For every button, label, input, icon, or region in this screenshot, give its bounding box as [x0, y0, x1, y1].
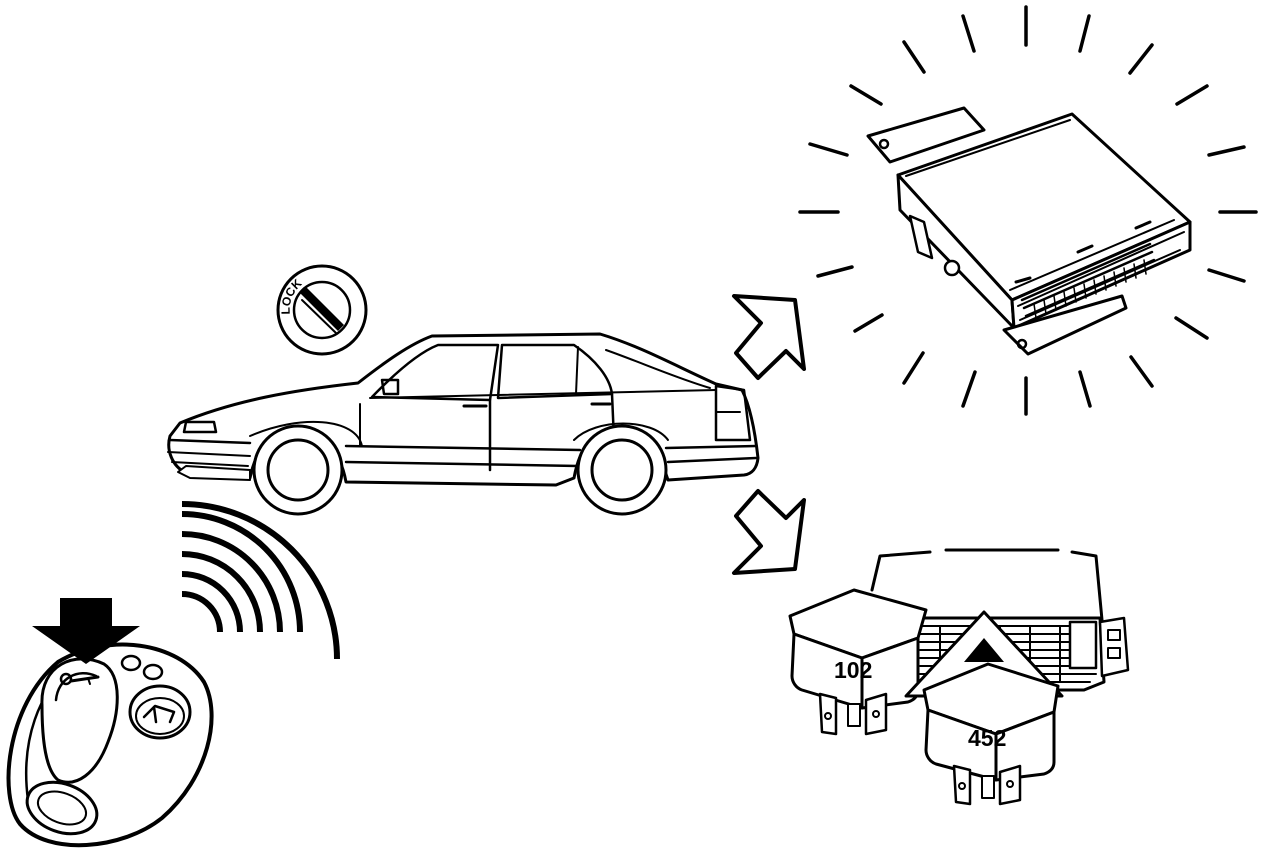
relay-452-label: 452 — [968, 725, 1006, 751]
lock-cylinder-icon: LOCK — [278, 266, 366, 354]
relay-102: 102 — [790, 590, 926, 734]
arrow-down-right-icon — [734, 491, 804, 573]
arrow-up-right-icon — [734, 296, 804, 378]
radio-waves-icon — [182, 504, 337, 659]
relay-102-label: 102 — [834, 657, 872, 683]
car-icon — [168, 334, 758, 514]
relay-452: 452 — [924, 664, 1058, 804]
key-fob-icon — [9, 645, 212, 846]
control-unit-icon — [868, 108, 1190, 354]
